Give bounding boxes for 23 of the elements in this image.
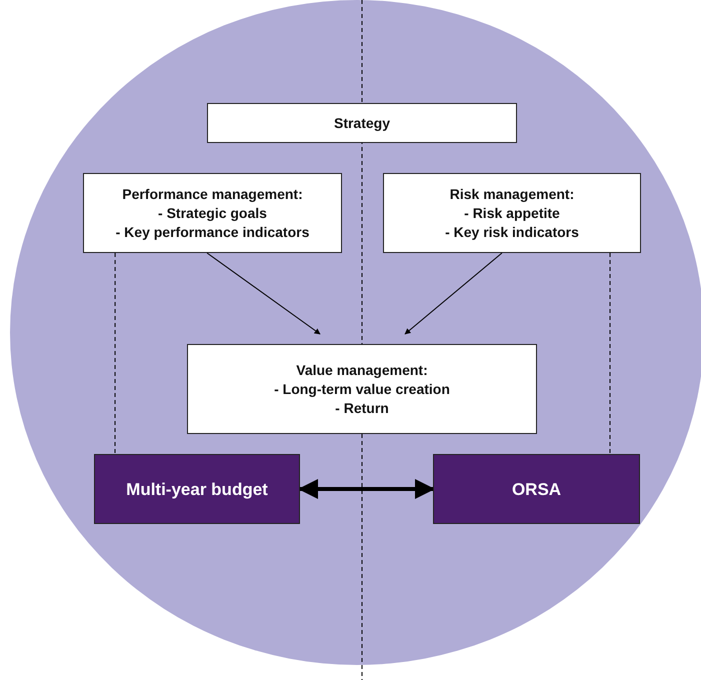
arrow (206, 252, 320, 334)
box-text: - Return (335, 398, 389, 418)
text-box (94, 454, 300, 524)
box-heading: ORSA (512, 480, 562, 498)
box-text: - Long-term value creation (274, 380, 450, 398)
text-box (433, 454, 640, 524)
box-text: - Key performance indicators (116, 222, 310, 242)
connector-line (114, 252, 116, 454)
text-box (383, 173, 641, 253)
box-text: - Key risk indicators (445, 222, 579, 242)
box-heading: Strategy (334, 114, 390, 132)
arrow (298, 479, 435, 499)
text-box (187, 344, 537, 434)
box-heading: Performance management: (122, 184, 303, 204)
text-box (83, 173, 342, 253)
box-heading: Risk management: (450, 184, 574, 204)
box-text: - Strategic goals (158, 204, 267, 222)
box-heading: Multi-year budget (126, 480, 268, 498)
box-text: - Risk appetite (464, 204, 560, 222)
text-box (207, 103, 517, 143)
connector-line (609, 252, 611, 454)
box-heading: Value management: (296, 360, 428, 380)
arrow (404, 252, 502, 334)
